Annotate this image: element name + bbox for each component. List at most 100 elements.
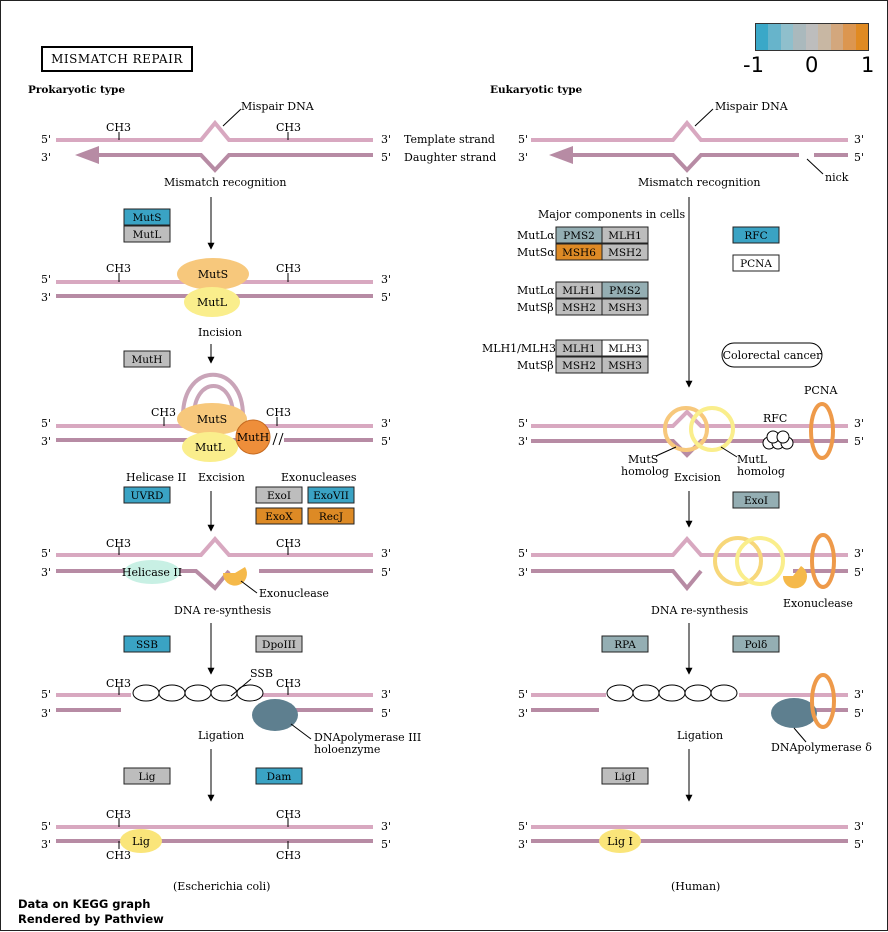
mutl-homolog-1: MutL bbox=[737, 453, 768, 466]
gene-MLH1-c[interactable]: MLH1 bbox=[555, 339, 603, 357]
gene-ExoVII[interactable]: ExoVII bbox=[307, 486, 355, 504]
prok-r3-ch3-b: CH3 bbox=[266, 406, 291, 419]
legend-swatch-7 bbox=[843, 24, 856, 50]
gene-ExoI-human[interactable]: ExoI bbox=[732, 491, 780, 509]
ssb-label: SSB bbox=[250, 667, 273, 680]
svg-text:Dam: Dam bbox=[267, 771, 292, 783]
muts-blob-label-2: MutS bbox=[197, 413, 227, 426]
svg-text:Polδ: Polδ bbox=[745, 639, 768, 651]
svg-text:MLH1: MLH1 bbox=[562, 343, 596, 355]
prok-r3-3p: 3' bbox=[41, 435, 51, 448]
gene-MLH1-b[interactable]: MLH1 bbox=[555, 281, 603, 299]
gene-UVRD[interactable]: UVRD bbox=[123, 486, 171, 504]
svg-text:MutL: MutL bbox=[133, 229, 162, 241]
svg-text:MLH1: MLH1 bbox=[562, 285, 596, 297]
gene-DpoIII[interactable]: DpoIII bbox=[255, 635, 303, 653]
gene-LigI[interactable]: LigI bbox=[601, 767, 649, 785]
svg-text:Lig: Lig bbox=[138, 771, 155, 783]
gene-SSB[interactable]: SSB bbox=[123, 635, 171, 653]
legend-swatch-0 bbox=[756, 24, 769, 50]
exonucleases-label: Exonucleases bbox=[281, 471, 357, 484]
euk-r4-3p-right: 3' bbox=[854, 547, 864, 560]
eukaryotic-header: Eukaryotic type bbox=[490, 84, 583, 96]
helicase-ii-label: Helicase II bbox=[126, 471, 186, 484]
dnapol3-label-1: DNApolymerase III bbox=[314, 731, 421, 744]
muth-blob-label: MutH bbox=[237, 431, 269, 444]
gene-MutS[interactable]: MutS bbox=[123, 208, 171, 226]
mutl-blob bbox=[184, 287, 240, 317]
gene-MSH3-b[interactable]: MSH3 bbox=[601, 356, 649, 374]
dnapol3-label-2: holoenzyme bbox=[314, 743, 380, 756]
legend-mid-label: 0 bbox=[805, 53, 819, 77]
svg-text:RFC: RFC bbox=[744, 230, 767, 242]
gene-MutL[interactable]: MutL bbox=[123, 225, 171, 243]
gene-Lig[interactable]: Lig bbox=[123, 767, 171, 785]
svg-text:SSB: SSB bbox=[136, 639, 158, 651]
svg-text:MSH3: MSH3 bbox=[608, 360, 642, 372]
colorectal-cancer-link[interactable]: Colorectal cancer bbox=[721, 342, 823, 368]
prok-r5-ch3-a: CH3 bbox=[106, 677, 131, 690]
prok-r6-ch3-d: CH3 bbox=[276, 849, 301, 862]
prok-r6-ch3-b: CH3 bbox=[276, 808, 301, 821]
gene-MSH2-b[interactable]: MSH2 bbox=[555, 298, 603, 316]
legend-swatch-4 bbox=[805, 24, 819, 50]
euk-ligation-label: Ligation bbox=[677, 729, 723, 742]
gene-MLH3[interactable]: MLH3 bbox=[601, 339, 649, 357]
gene-ExoX[interactable]: ExoX bbox=[255, 507, 303, 525]
prok-r4-3p-right: 3' bbox=[381, 547, 391, 560]
prok-r1-5p-right: 5' bbox=[381, 151, 391, 164]
muts-blob-label: MutS bbox=[198, 268, 228, 281]
svg-text:RPA: RPA bbox=[614, 639, 636, 651]
pathway-title: MISMATCH REPAIR bbox=[41, 46, 193, 72]
legend-swatch-2 bbox=[780, 24, 794, 50]
prok-row2-dna bbox=[56, 258, 373, 317]
gene-ExoI[interactable]: ExoI bbox=[255, 486, 303, 504]
prok-r3-5p-right: 5' bbox=[381, 435, 391, 448]
gene-RecJ[interactable]: RecJ bbox=[307, 507, 355, 525]
prok-r3-5p: 5' bbox=[41, 417, 51, 430]
gene-Pold[interactable]: Polδ bbox=[732, 635, 780, 653]
footer-line-1: Data on KEGG graph bbox=[18, 897, 151, 911]
svg-text:DpoIII: DpoIII bbox=[262, 639, 296, 651]
svg-text:UVRD: UVRD bbox=[131, 490, 164, 502]
svg-text:MSH6: MSH6 bbox=[562, 247, 596, 259]
gene-PMS2[interactable]: PMS2 bbox=[555, 226, 603, 244]
gene-MSH2-c[interactable]: MSH2 bbox=[555, 356, 603, 374]
svg-text:MLH1: MLH1 bbox=[608, 230, 642, 242]
template-strand-label: Template strand bbox=[404, 133, 495, 146]
dnapol-delta-label: DNApolymerase δ bbox=[771, 741, 872, 754]
gene-MSH6[interactable]: MSH6 bbox=[555, 243, 603, 261]
prok-mismatch-recognition: Mismatch recognition bbox=[164, 176, 286, 189]
lig-blob-label: Lig bbox=[132, 835, 150, 848]
svg-text:MSH3: MSH3 bbox=[608, 302, 642, 314]
gene-PMS2-b[interactable]: PMS2 bbox=[601, 281, 649, 299]
prok-r1-3p-right: 3' bbox=[381, 133, 391, 146]
gene-MSH2[interactable]: MSH2 bbox=[601, 243, 649, 261]
gene-MutH[interactable]: MutH bbox=[123, 350, 171, 368]
euk-r4-5p: 5' bbox=[518, 547, 528, 560]
euk-r6-5p-right: 5' bbox=[854, 838, 864, 851]
gene-MSH3[interactable]: MSH3 bbox=[601, 298, 649, 316]
prok-row1-dna bbox=[56, 108, 373, 173]
gene-Dam[interactable]: Dam bbox=[255, 767, 303, 785]
gene-PCNA[interactable]: PCNA bbox=[732, 254, 780, 272]
pcna-ring-label: PCNA bbox=[804, 384, 838, 397]
prok-r5-5p: 5' bbox=[41, 688, 51, 701]
prok-r2-3p: 3' bbox=[41, 291, 51, 304]
muts-beta-label-2: MutSβ bbox=[517, 359, 554, 372]
gene-MLH1[interactable]: MLH1 bbox=[601, 226, 649, 244]
prok-r4-ch3-a: CH3 bbox=[106, 537, 131, 550]
euk-r6-3p-right: 3' bbox=[854, 820, 864, 833]
prok-r4-ch3-b: CH3 bbox=[276, 537, 301, 550]
gene-RPA[interactable]: RPA bbox=[601, 635, 649, 653]
prok-row5-dna bbox=[56, 678, 373, 740]
prok-row6-dna bbox=[56, 818, 373, 853]
prok-r6-ch3-a: CH3 bbox=[106, 808, 131, 821]
gene-RFC[interactable]: RFC bbox=[732, 226, 780, 244]
mutl-blob-label: MutL bbox=[197, 296, 228, 309]
legend-gradient bbox=[755, 23, 869, 51]
prok-row3-dna bbox=[56, 372, 373, 462]
mutl-alpha-label-2: MutLα bbox=[517, 284, 555, 297]
prok-r5-ch3-b: CH3 bbox=[276, 677, 301, 690]
euk-row6-dna bbox=[531, 825, 848, 853]
